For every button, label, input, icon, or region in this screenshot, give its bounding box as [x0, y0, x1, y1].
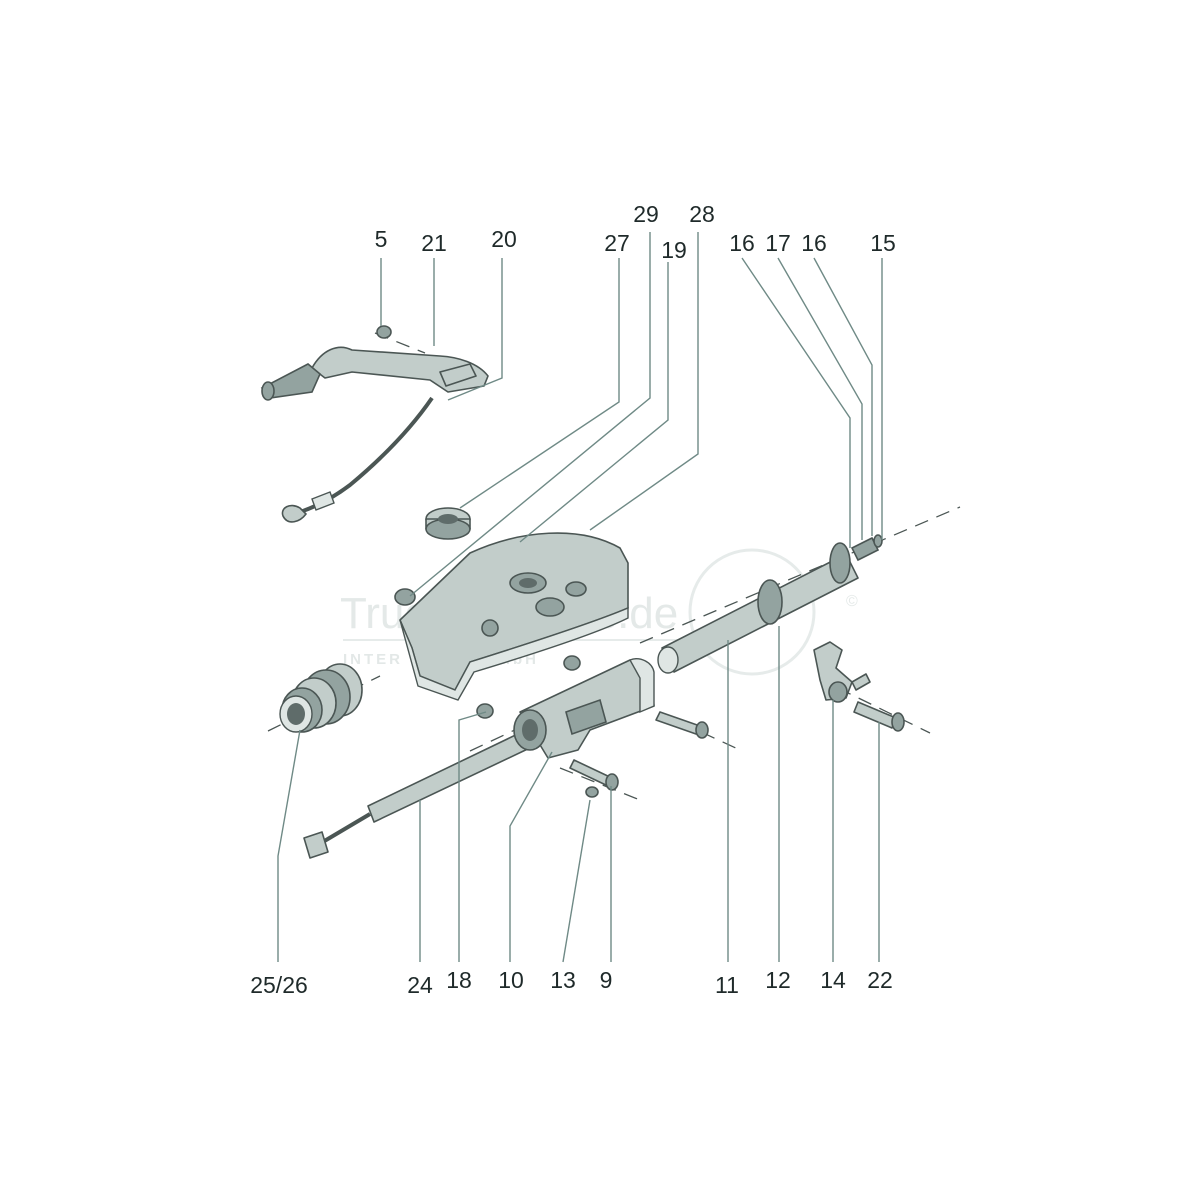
label-15: 15 [870, 230, 896, 256]
label-24: 24 [407, 972, 433, 998]
leader-lines [277, 232, 883, 963]
shaft-assembly [657, 534, 883, 674]
label-21: 21 [421, 230, 447, 256]
grommet-27 [425, 507, 471, 540]
bellows-25-26 [279, 663, 363, 733]
cam-14 [813, 641, 905, 732]
label-11: 11 [715, 972, 739, 998]
lever-assembly [260, 325, 489, 523]
housing-cover [394, 532, 629, 701]
svg-text:INTER: INTER [343, 651, 403, 668]
label-13: 13 [550, 967, 576, 993]
label-14: 14 [820, 967, 846, 993]
label-12: 12 [765, 967, 791, 993]
label-22: 22 [867, 967, 893, 993]
label-16-right: 16 [801, 230, 827, 256]
label-19: 19 [661, 237, 687, 263]
label-5: 5 [375, 226, 388, 252]
part-labels: 5 21 20 27 29 19 28 16 17 16 15 25/26 24… [250, 201, 896, 998]
label-9: 9 [600, 967, 613, 993]
label-28: 28 [689, 201, 715, 227]
label-20: 20 [491, 226, 517, 252]
label-18: 18 [446, 967, 472, 993]
label-17: 17 [765, 230, 791, 256]
label-27: 27 [604, 230, 630, 256]
small-fasteners [476, 655, 709, 798]
label-10: 10 [498, 967, 524, 993]
bracket-10 [513, 658, 655, 759]
watermark-copyright: © [846, 593, 858, 610]
rod-24 [303, 729, 535, 859]
label-25-26: 25/26 [250, 972, 308, 998]
label-16-left: 16 [729, 230, 755, 256]
label-29: 29 [633, 201, 659, 227]
